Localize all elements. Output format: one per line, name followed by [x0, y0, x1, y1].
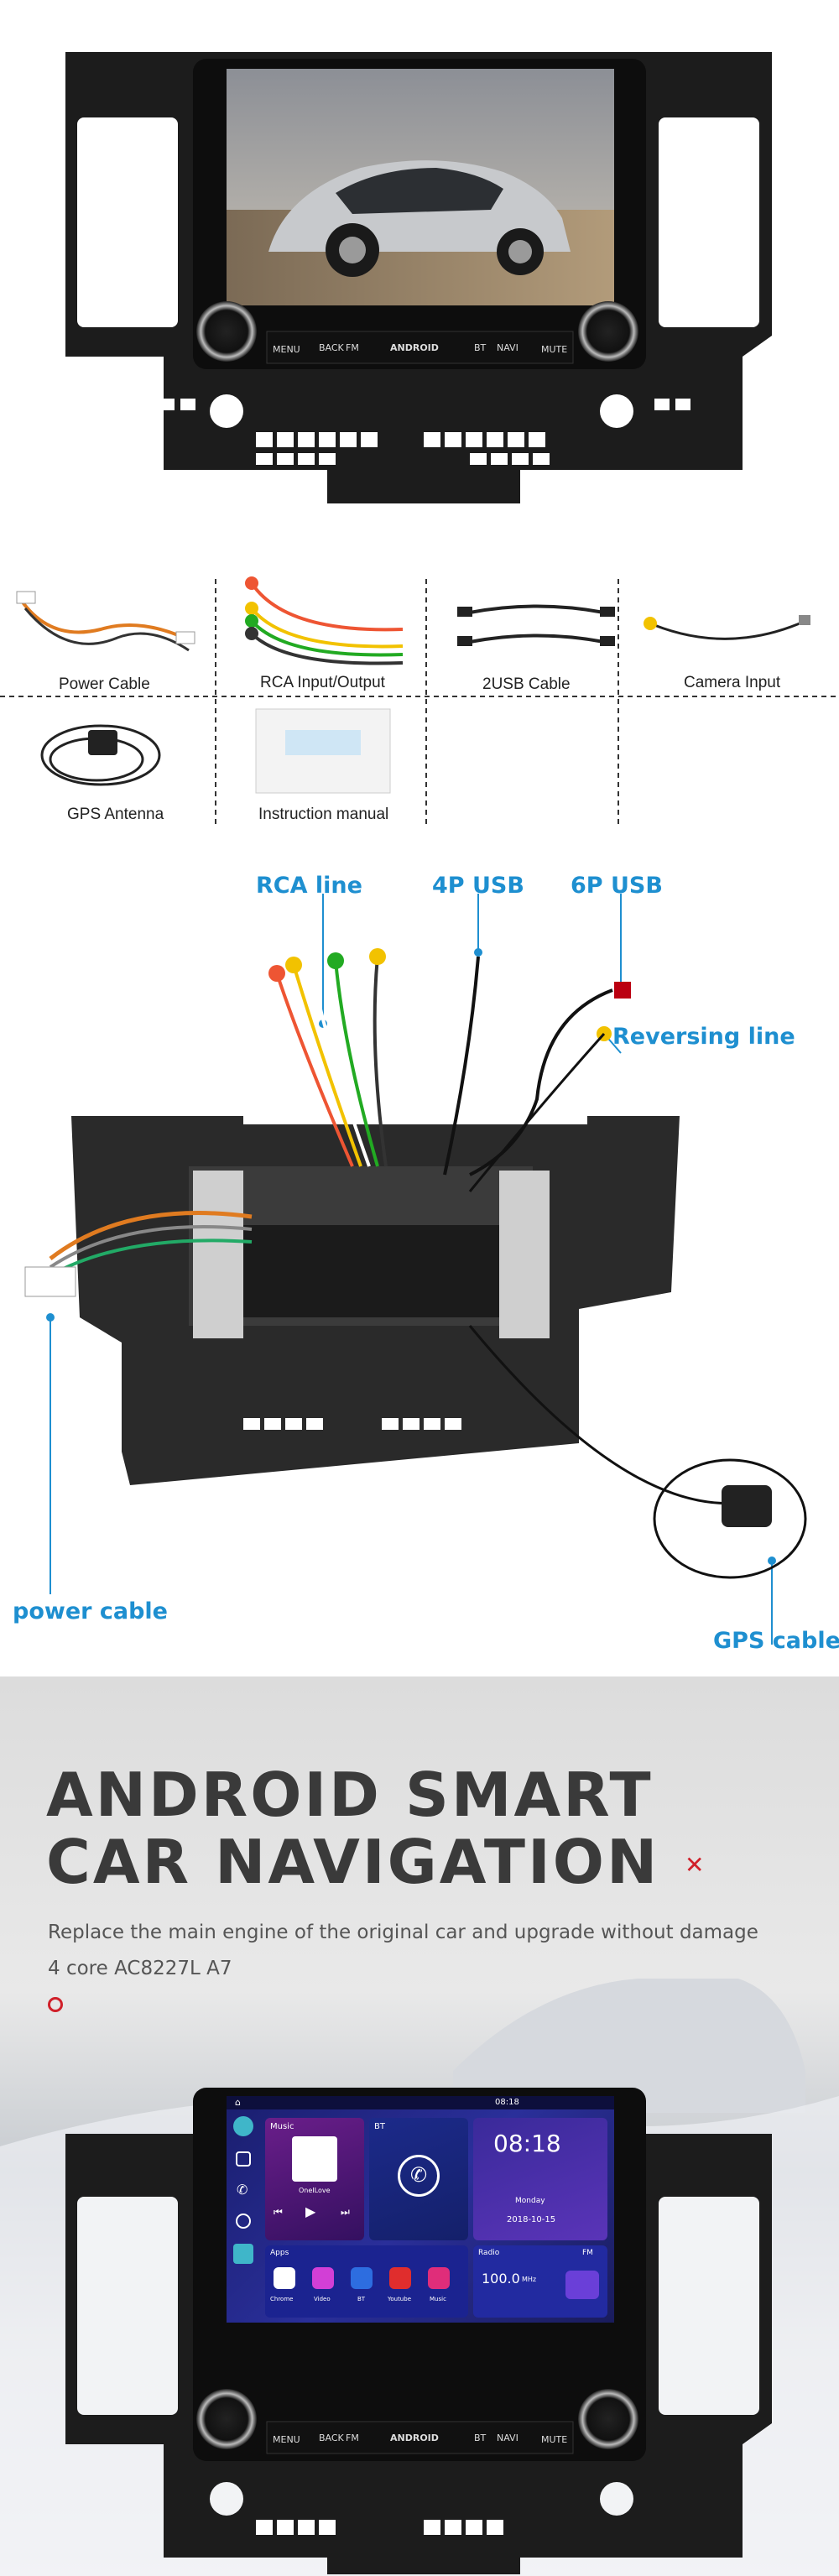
chrome-icon[interactable]	[274, 2267, 295, 2289]
radio-unit: MHz	[522, 2276, 537, 2283]
app-label-youtube: Youtube	[388, 2296, 411, 2302]
bt-button[interactable]: BT	[474, 342, 487, 353]
navigation-icon[interactable]	[233, 2244, 253, 2264]
accessory-label-rca: RCA Input/Output	[260, 674, 385, 691]
next-icon[interactable]: ⏭	[341, 2206, 350, 2218]
phone-call-icon: ✆	[398, 2155, 440, 2197]
radio-widget[interactable]: Radio FM 100.0 MHz	[473, 2245, 607, 2318]
accessory-label-camera: Camera Input	[684, 674, 781, 691]
callout-reversing-line: Reversing line	[612, 1024, 795, 1050]
accessory-label-manual: Instruction manual	[258, 806, 389, 823]
apps-widget-label: Apps	[270, 2249, 289, 2257]
radio-frequency: 100.0	[482, 2271, 520, 2287]
gear-icon[interactable]	[236, 2214, 251, 2229]
album-art	[292, 2136, 337, 2182]
music-widget-label: Music	[270, 2122, 294, 2131]
callout-power-cable: power cable	[13, 1598, 168, 1624]
side-dock: ✆	[233, 2116, 255, 2314]
radio-signal-icon	[565, 2271, 599, 2299]
status-bar	[227, 2096, 614, 2109]
tune-knob[interactable]	[578, 301, 638, 362]
callout-6p-usb: 6P USB	[571, 873, 663, 899]
radio-band: FM	[582, 2249, 593, 2257]
app-label-chrome: Chrome	[270, 2296, 294, 2302]
bt-widget-label: BT	[374, 2122, 385, 2131]
apps-icon[interactable]	[236, 2151, 251, 2167]
navi-button[interactable]: NAVI	[497, 342, 519, 353]
fm-button-bottom[interactable]: FM	[346, 2433, 359, 2443]
bt-widget[interactable]: BT ✆	[369, 2118, 468, 2240]
back-button-bottom[interactable]: BACK	[319, 2433, 344, 2443]
promo-title-line2: CAR NAVIGATION	[46, 1827, 660, 1897]
accessory-label-usb: 2USB Cable	[482, 675, 571, 693]
head-unit-frame	[65, 52, 772, 503]
menu-button-bottom[interactable]: MENU	[273, 2434, 300, 2445]
car-image	[268, 160, 571, 277]
callout-4p-usb: 4P USB	[432, 873, 524, 899]
promo-spec: 4 core AC8227L A7	[48, 1958, 232, 1979]
menu-button[interactable]: MENU	[273, 344, 300, 355]
youtube-icon[interactable]	[389, 2267, 411, 2289]
back-button[interactable]: BACK	[319, 342, 344, 353]
song-title: OneILove	[299, 2187, 331, 2194]
bt-button-bottom[interactable]: BT	[474, 2433, 487, 2443]
accessories-grid: Power Cable RCA Input/Output 2USB Cable …	[0, 550, 839, 827]
video-icon[interactable]	[312, 2267, 334, 2289]
wiring-art	[24, 894, 807, 1645]
mute-button-bottom[interactable]: MUTE	[541, 2434, 568, 2445]
wiring-diagram: RCA line 4P USB 6P USB Reversing line po…	[0, 847, 839, 1661]
music-widget[interactable]: Music OneILove ⏮ ▶ ⏭	[265, 2118, 364, 2240]
close-icon[interactable]: ✕	[685, 1851, 705, 1879]
app-label-video: Video	[314, 2296, 331, 2302]
app-label-music: Music	[430, 2296, 446, 2302]
android-screen[interactable]: 08:18 ⌂ ✆ Music OneILove ⏮ ▶ ⏭ BT ✆ 08:1…	[227, 2096, 614, 2323]
bt-app-icon[interactable]	[351, 2267, 373, 2289]
status-time: 08:18	[495, 2098, 519, 2107]
promo-title-line1: ANDROID SMART	[46, 1760, 654, 1830]
apps-widget: Apps Chrome Video BT Youtube Music	[265, 2245, 468, 2318]
callout-gps-cable: GPS cable	[713, 1628, 839, 1654]
promo-description: Replace the main engine of the original …	[48, 1922, 758, 1943]
accessories-art	[0, 576, 839, 827]
phone-icon[interactable]: ✆	[237, 2183, 248, 2198]
radio-label: Radio	[478, 2249, 500, 2257]
clock-date: 2018-10-15	[507, 2215, 556, 2224]
accessory-label-power-cable: Power Cable	[59, 675, 150, 693]
product-hero: MENU BACK FM ANDROID BT NAVI MUTE	[0, 0, 839, 537]
mute-button[interactable]: MUTE	[541, 344, 568, 355]
app-label-bt: BT	[357, 2296, 366, 2302]
callout-rca-line: RCA line	[256, 873, 362, 899]
accessory-label-gps: GPS Antenna	[67, 806, 164, 823]
promo-section: ANDROID SMART CAR NAVIGATION ✕ Replace t…	[0, 1676, 839, 2576]
music-app-icon[interactable]	[428, 2267, 450, 2289]
clock-day: Monday	[515, 2197, 545, 2205]
navi-button-bottom[interactable]: NAVI	[497, 2433, 519, 2443]
home-icon[interactable]: ⌂	[235, 2097, 241, 2108]
android-logo: ANDROID	[390, 342, 439, 353]
volume-knob[interactable]	[196, 301, 257, 362]
play-icon[interactable]: ▶	[305, 2203, 316, 2219]
clock-widget: 08:18 Monday 2018-10-15	[473, 2118, 607, 2240]
circle-icon	[48, 1997, 63, 2012]
settings-icon[interactable]	[233, 2116, 253, 2136]
clock-time: 08:18	[493, 2130, 561, 2157]
fm-button[interactable]: FM	[346, 342, 359, 353]
android-logo-bottom: ANDROID	[390, 2433, 439, 2443]
prev-icon[interactable]: ⏮	[274, 2206, 283, 2218]
